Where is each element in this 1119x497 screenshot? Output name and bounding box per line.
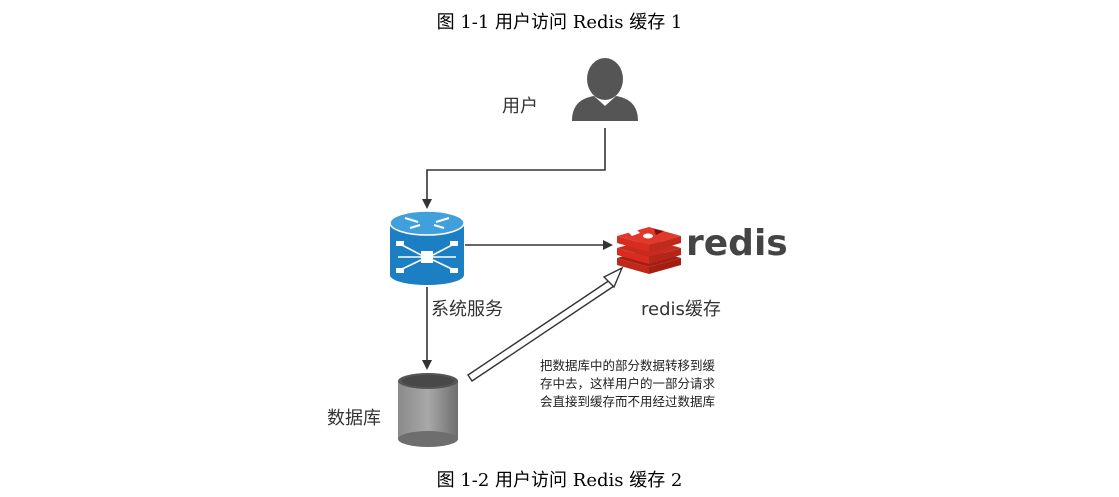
- label-redis-cache: redis缓存: [641, 299, 721, 320]
- redis-logo-text: redis: [686, 223, 788, 264]
- annotation-note: 把数据库中的部分数据转移到缓 存中去，这样用户的一部分请求 会直接到缓存而不用经…: [540, 357, 760, 411]
- label-service: 系统服务: [431, 299, 503, 320]
- database-icon: [398, 373, 458, 447]
- router-icon: [389, 210, 465, 285]
- caption-bottom: 图 1-2 用户访问 Redis 缓存 2: [436, 470, 683, 491]
- hollow-arrow-database-to-redis: [467, 266, 624, 382]
- label-database: 数据库: [327, 408, 381, 429]
- label-user: 用户: [502, 96, 538, 117]
- note-line: 存中去，这样用户的一部分请求: [540, 376, 716, 391]
- note-line: 会直接到缓存而不用经过数据库: [540, 394, 716, 409]
- caption-top: 图 1-1 用户访问 Redis 缓存 1: [436, 12, 683, 33]
- user-icon: [572, 58, 638, 121]
- note-line: 把数据库中的部分数据转移到缓: [540, 358, 716, 373]
- arrow-user-to-service: [422, 128, 606, 209]
- redis-logo-icon: [617, 227, 681, 274]
